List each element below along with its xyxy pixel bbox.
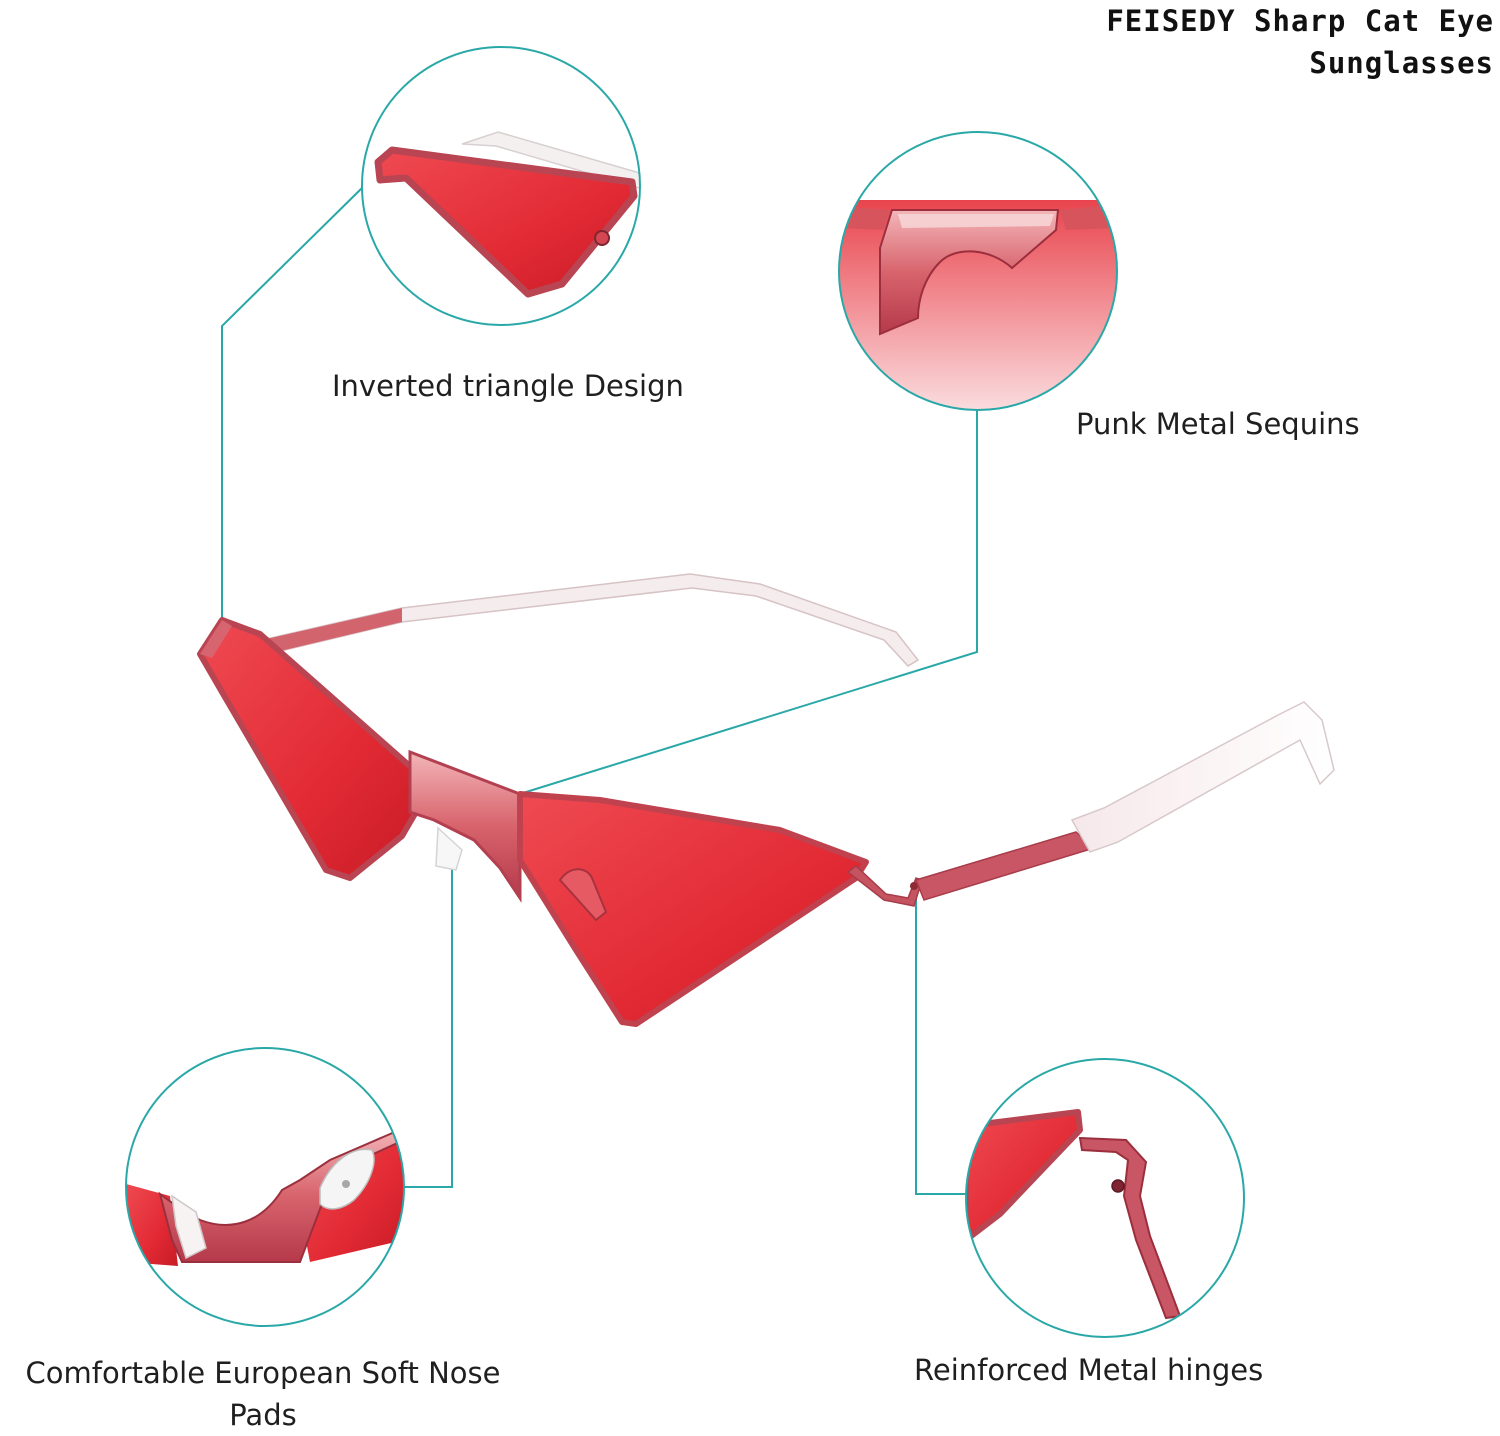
nose-pad-right bbox=[319, 1148, 375, 1210]
nose-pad bbox=[435, 826, 463, 871]
temple-arm-near bbox=[914, 831, 1096, 901]
hinge bbox=[846, 865, 923, 907]
product-title-line2: Sunglasses bbox=[1309, 46, 1494, 80]
bridge bbox=[408, 749, 522, 903]
detail-circle-nose-pads bbox=[125, 1047, 405, 1327]
hinge-closeup bbox=[1078, 1136, 1182, 1320]
detail-circle-inverted-triangle bbox=[361, 46, 641, 326]
left-lens bbox=[197, 617, 419, 881]
callout-lines bbox=[221, 185, 978, 1195]
detail-circle-hinges bbox=[965, 1058, 1245, 1338]
product-title-line1: FEISEDY Sharp Cat Eye bbox=[1106, 4, 1494, 38]
callout-line-nose bbox=[404, 845, 453, 1188]
callout-line-hinges bbox=[915, 891, 966, 1195]
nose-pad-left bbox=[171, 1194, 207, 1260]
feature-label-punk-metal: Punk Metal Sequins bbox=[1076, 407, 1360, 441]
product-title: FEISEDY Sharp Cat Eye Sunglasses bbox=[934, 0, 1494, 84]
feature-label-hinges: Reinforced Metal hinges bbox=[914, 1353, 1264, 1387]
callout-line-inverted bbox=[221, 185, 365, 622]
detail-circle-punk-metal bbox=[838, 131, 1118, 411]
feature-label-inverted-triangle: Inverted triangle Design bbox=[332, 369, 684, 403]
callout-line-punk bbox=[509, 410, 978, 798]
right-lens bbox=[517, 791, 869, 1027]
bridge-closeup bbox=[879, 209, 1060, 336]
feature-label-nose-pads: Comfortable European Soft Nose Pads bbox=[25, 1356, 501, 1432]
sunglasses-main bbox=[197, 573, 1335, 1027]
